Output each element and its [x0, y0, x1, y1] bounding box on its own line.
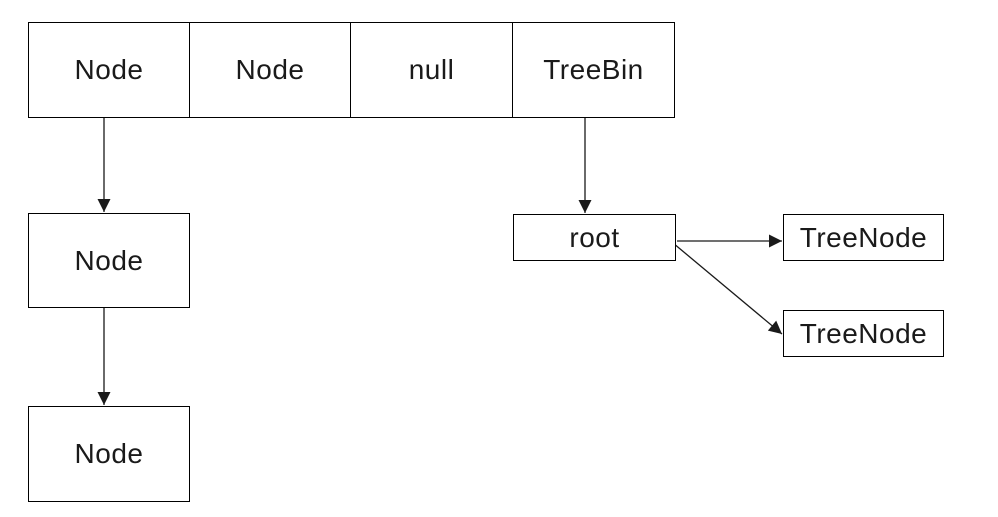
arrow-root-to-treenode1 — [672, 242, 783, 335]
tree-node-0: TreeNode — [783, 214, 944, 261]
bucket-cell-null: null — [351, 22, 513, 118]
linked-list-node-1: Node — [28, 406, 190, 502]
bucket-cell-node-1: Node — [190, 22, 351, 118]
linked-list-node-0: Node — [28, 213, 190, 308]
tree-root-node: root — [513, 214, 676, 261]
tree-node-1: TreeNode — [783, 310, 944, 357]
bucket-cell-treebin: TreeBin — [513, 22, 675, 118]
bucket-cell-node-0: Node — [28, 22, 190, 118]
